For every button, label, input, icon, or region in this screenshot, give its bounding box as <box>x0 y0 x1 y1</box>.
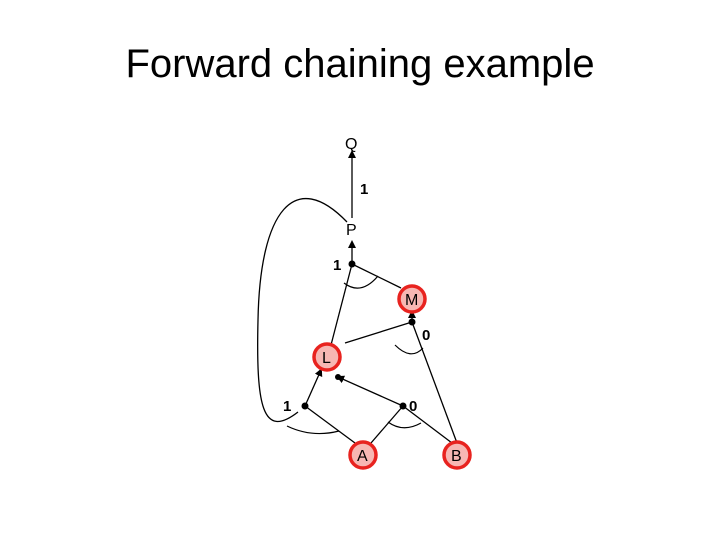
edge-l-rule-p <box>330 263 353 346</box>
and-arc-rule-l1 <box>286 425 340 435</box>
counter-bl-to-m: 0 <box>422 327 430 344</box>
and-arc-rule-p <box>343 275 379 289</box>
junction-dot-m <box>408 318 416 326</box>
counter-p-to-q: 1 <box>360 181 368 198</box>
counter-ab-to-l: 0 <box>409 398 417 415</box>
edge-rule-l2-l <box>336 375 404 407</box>
and-arc-rule-l2 <box>387 421 422 429</box>
slide-title: Forward chaining example <box>125 42 595 86</box>
edge-a-rule-l1 <box>304 405 356 444</box>
edge-a-rule-l2 <box>370 405 404 444</box>
edge-b-rule-m <box>411 321 458 444</box>
node-a-label: A <box>357 448 368 465</box>
node-l-label: L <box>322 350 331 367</box>
and-arc-rule-m <box>394 344 424 355</box>
junction-dot-l-input <box>335 374 341 380</box>
node-l-circle <box>312 342 342 372</box>
counter-ap-to-l: 1 <box>283 398 291 415</box>
edge-loop-p-to-rule-l <box>257 197 348 423</box>
node-m-circle <box>397 284 427 314</box>
junction-dot-l1 <box>301 402 309 410</box>
node-a-circle <box>348 440 378 470</box>
node-b-label: B <box>451 448 462 465</box>
edge-l-rule-m <box>344 321 413 344</box>
node-m-label: M <box>405 292 418 309</box>
node-q-label: Q <box>345 136 357 153</box>
junction-dot-p <box>348 260 356 268</box>
node-b-circle <box>442 440 472 470</box>
junction-dot-l2 <box>399 402 407 410</box>
edge-b-rule-l2 <box>402 405 453 444</box>
counter-lm-to-p: 1 <box>333 257 341 274</box>
node-p-label: P <box>346 222 357 239</box>
edge-m-rule-p <box>351 263 402 289</box>
edge-rule-l-l <box>304 368 323 407</box>
